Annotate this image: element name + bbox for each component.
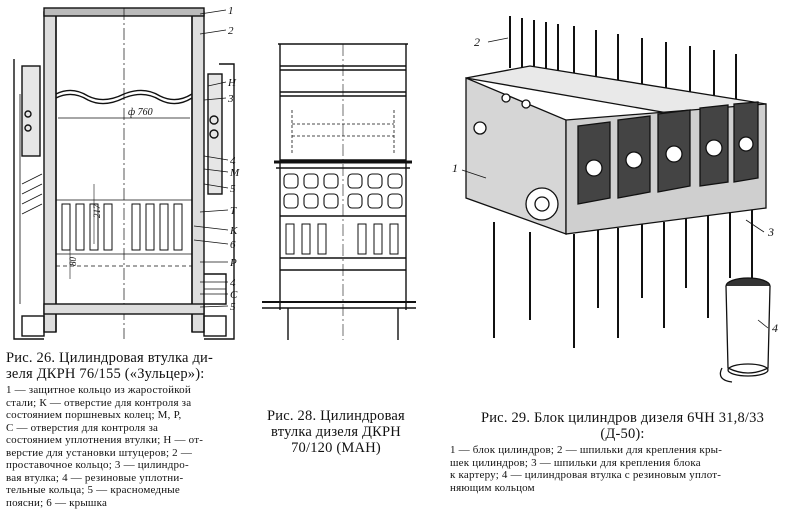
fig26-label-4b: 4	[230, 277, 236, 289]
fig29-legend-line: к картеру; 4 — цилиндровая втулка с рези…	[450, 469, 795, 482]
fig26-legend-line: 1 — защитное кольцо из жаростойкой	[6, 384, 242, 397]
fig26-caption-legend: 1 — защитное кольцо из жаростойкой стали…	[6, 384, 242, 509]
fig29-legend-line: шек цилиндров; 3 — шпильки для крепления…	[450, 457, 795, 470]
fig26-dim-217: 217	[92, 204, 102, 218]
fig26-label-1: 1	[228, 5, 234, 17]
fig26-label-p: Р	[229, 257, 237, 269]
figure-26-caption: Рис. 26. Цилиндровая втулка ди- зеля ДКР…	[6, 350, 242, 509]
fig28-caption-line-1: Рис. 28. Цилиндровая	[250, 408, 422, 424]
fig29-caption-title-2: (Д-50):	[450, 426, 795, 442]
fig26-legend-line: состоянием уплотнения втулки; Н — от-	[6, 434, 242, 447]
fig26-label-5: 5	[230, 183, 236, 195]
fig26-label-n: Н	[227, 77, 237, 89]
fig26-legend-line: проставочное кольцо; 3 — цилиндро-	[6, 459, 242, 472]
fig29-caption-title-1: Рис. 29. Блок цилиндров дизеля 6ЧН 31,8/…	[450, 410, 795, 426]
figure-28-drawing	[258, 40, 418, 390]
fig29-label-4: 4	[772, 321, 778, 335]
fig29-label-2: 2	[474, 35, 480, 49]
fig26-label-c: С	[230, 289, 238, 301]
figure-28-caption: Рис. 28. Цилиндровая втулка дизеля ДКРН …	[250, 408, 422, 456]
fig26-label-3: 3	[227, 93, 234, 105]
fig29-caption-legend: 1 — блок цилиндров; 2 — шпильки для креп…	[450, 444, 795, 494]
fig26-caption-title-1: Рис. 26. Цилиндровая втулка ди-	[6, 350, 242, 366]
fig26-legend-line: вая втулка; 4 — резиновые уплотни-	[6, 472, 242, 485]
fig26-legend-line: состоянием поршневых колец; М, Р,	[6, 409, 242, 422]
fig26-label-2: 2	[228, 25, 234, 37]
fig26-label-5b: 5	[230, 301, 236, 313]
fig28-caption-line-2: втулка дизеля ДКРН	[250, 424, 422, 440]
fig28-caption-line-3: 70/120 (МАН)	[250, 440, 422, 456]
figure-28-svg	[258, 40, 418, 390]
fig26-caption-title-2: зеля ДКРН 76/155 («Зульцер»):	[6, 366, 242, 382]
fig29-legend-line: няющим кольцом	[450, 482, 795, 495]
fig26-legend-line: поясни; 6 — крышка	[6, 497, 242, 509]
fig26-legend-line: верстие для установки штуцеров; 2 —	[6, 447, 242, 460]
fig26-diameter: ф 760	[128, 107, 153, 118]
figure-26-drawing: 1 2 Н 3 4 М 5 Т К 6 Р 4 С 5 ф 760 217 80	[4, 4, 244, 346]
fig29-label-3: 3	[767, 225, 774, 239]
figure-29-drawing: 2 1 3 4	[446, 8, 796, 388]
fig29-legend-line: 1 — блок цилиндров; 2 — шпильки для креп…	[450, 444, 795, 457]
fig26-label-k: К	[229, 225, 238, 237]
fig26-legend-line: стали; К — отверстие для контроля за	[6, 397, 242, 410]
figure-29-svg: 2 1 3 4	[446, 8, 796, 388]
fig26-label-4: 4	[230, 155, 236, 167]
fig26-label-t: Т	[230, 205, 237, 217]
fig26-label-6: 6	[230, 239, 236, 251]
fig26-legend-line: С — отверстия для контроля за	[6, 422, 242, 435]
fig26-label-m: М	[229, 167, 240, 179]
figure-26-svg: 1 2 Н 3 4 М 5 Т К 6 Р 4 С 5 ф 760 217 80	[4, 4, 244, 346]
figure-29-caption: Рис. 29. Блок цилиндров дизеля 6ЧН 31,8/…	[450, 410, 795, 494]
fig26-dim-80: 80	[68, 257, 78, 267]
fig29-label-1: 1	[452, 161, 458, 175]
